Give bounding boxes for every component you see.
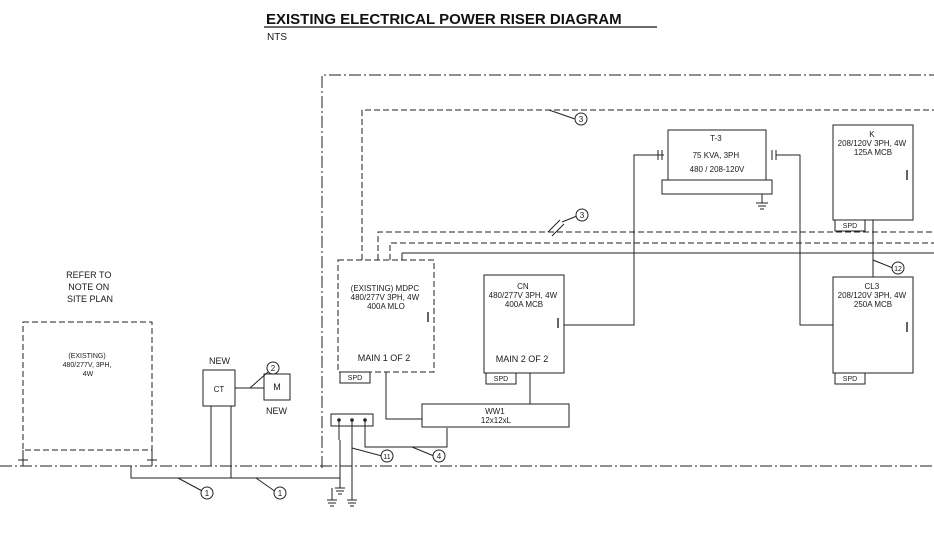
t3-primary-lug — [657, 150, 663, 160]
leader-3a — [548, 109, 576, 120]
leader-3b — [561, 215, 578, 223]
ct-new-tag: NEW — [209, 356, 231, 366]
feeder-3-upper — [361, 109, 934, 260]
diagram-title: EXISTING ELECTRICAL POWER RISER DIAGRAM — [266, 11, 622, 28]
bubble-11 — [380, 449, 394, 463]
cn-to-t3 — [564, 154, 664, 326]
t3-label: T-3 75 KVA, 3PH 480 / 208-120V — [690, 134, 745, 174]
k-label: K 208/120V 3PH, 4W 125A MCB — [838, 130, 909, 157]
leader-11 — [351, 447, 383, 457]
bubble-2-text: 2 — [271, 364, 276, 373]
bubble-3b — [575, 208, 589, 222]
cn-label: CN 480/277V 3PH, 4W 400A MCB — [489, 282, 560, 309]
ww1-label: WW1 12x12xL — [481, 407, 512, 425]
feeder-3-mid-a — [377, 231, 934, 260]
cl3-spd-label: SPD — [843, 376, 857, 383]
scale-label: NTS — [267, 32, 287, 43]
cn-spd — [485, 372, 517, 385]
feeder-3-mid-b — [389, 242, 934, 260]
bubble-3a-text: 3 — [579, 115, 584, 124]
meter — [263, 373, 291, 401]
ground-electrodes — [327, 440, 357, 507]
t3-ground — [756, 194, 768, 210]
site-note: REFER TO NOTE ON SITE PLAN — [66, 270, 114, 304]
existing-service-box — [22, 321, 153, 451]
bubble-3b-text: 3 — [580, 211, 585, 220]
ct-label: CT — [214, 385, 225, 394]
mdpc-main: MAIN 1 OF 2 — [358, 353, 411, 363]
leader-4 — [411, 446, 435, 457]
ground-bus-wires — [338, 420, 448, 466]
t3-secondary-lug — [771, 150, 777, 160]
bubble-2 — [266, 361, 280, 375]
mdpc-to-ww1 — [385, 372, 422, 420]
leader-1b — [255, 477, 277, 493]
k-spd — [834, 219, 866, 232]
cn-panel — [483, 274, 565, 374]
bubble-3a — [574, 112, 588, 126]
bubble-1a — [200, 486, 214, 500]
k-panel — [832, 124, 914, 221]
break-marks-3b — [547, 219, 565, 237]
cl3-label: CL3 208/120V 3PH, 4W 250A MCB — [838, 282, 909, 309]
mdpc-spd — [339, 371, 371, 384]
cl3-spd — [834, 372, 866, 385]
bubble-1b-text: 1 — [278, 489, 283, 498]
cn-spd-label: SPD — [494, 376, 508, 383]
k-spd-label: SPD — [843, 223, 857, 230]
t3-transformer — [667, 129, 767, 181]
meter-new-tag: NEW — [266, 406, 288, 416]
leader-1a — [177, 477, 205, 493]
bubble-1b — [273, 486, 287, 500]
building-boundary — [321, 74, 934, 468]
bubble-11-text: 11 — [383, 454, 390, 461]
cl3-panel — [832, 276, 914, 374]
cn-main: MAIN 2 OF 2 — [496, 354, 549, 364]
ww1-wireway — [421, 403, 570, 428]
leader-12 — [872, 259, 894, 269]
bubble-12 — [891, 261, 905, 275]
meter-label: M — [273, 382, 281, 392]
bubble-4-text: 4 — [437, 452, 442, 461]
service-box-legs — [18, 450, 157, 466]
bubble-12-text: 12 — [894, 266, 902, 273]
mdpc-spd-label: SPD — [348, 375, 362, 382]
t3-to-cl3 — [776, 154, 833, 326]
existing-service-label: (EXISTING) 480/277V, 3PH, 4W — [63, 353, 114, 378]
mdpc-label: (EXISTING) MDPC 480/277V 3PH, 4W 400A ML… — [351, 284, 422, 311]
leader-2 — [249, 371, 269, 389]
bubble-1a-text: 1 — [205, 489, 210, 498]
feeder-1a — [130, 440, 341, 479]
t3-base — [661, 179, 773, 195]
bubble-4 — [432, 449, 446, 463]
